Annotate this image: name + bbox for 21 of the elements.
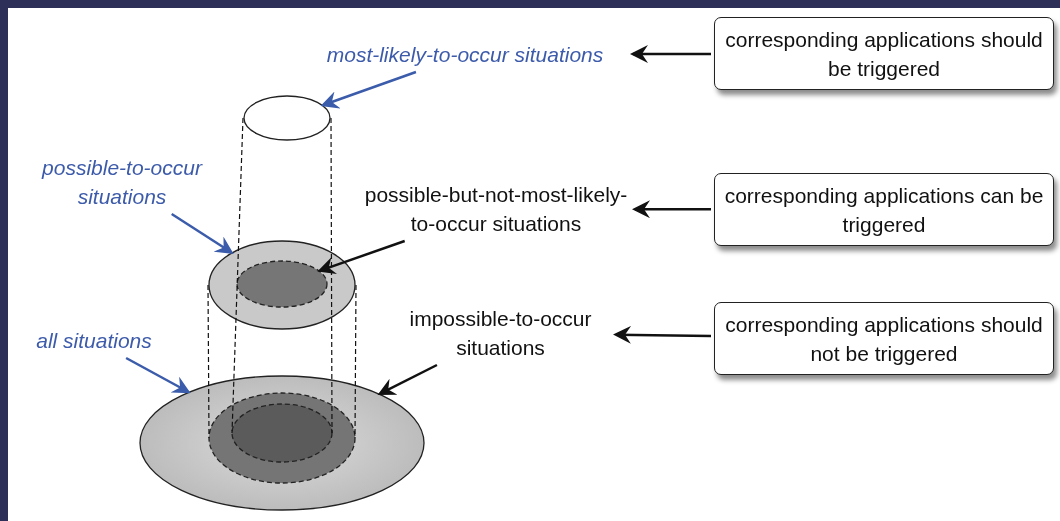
dashed-line	[231, 117, 244, 434]
arrow	[630, 45, 711, 64]
situation-label: impossible-to-occur situations	[388, 304, 613, 362]
arrow	[171, 212, 234, 254]
dashed-line	[330, 117, 333, 434]
inner-dashed-ellipse	[236, 260, 328, 308]
situation-label: possible-but-not-most-likely-to-occur situations	[360, 180, 632, 238]
dashed-line	[207, 284, 210, 439]
arrow	[377, 363, 438, 395]
arrow	[613, 325, 711, 344]
arrow	[632, 200, 711, 219]
dashed-line	[354, 284, 357, 439]
situation-label: all situations	[24, 326, 164, 355]
situation-label: most-likely-to-occur situations	[300, 40, 630, 69]
middle-ellipse	[208, 240, 356, 330]
arrow	[317, 239, 406, 275]
situation-label: possible-to-occur situations	[22, 153, 222, 211]
arrow	[125, 356, 191, 394]
arrow	[320, 70, 417, 109]
top-ellipse	[243, 95, 331, 141]
large-ellipse	[139, 375, 425, 511]
